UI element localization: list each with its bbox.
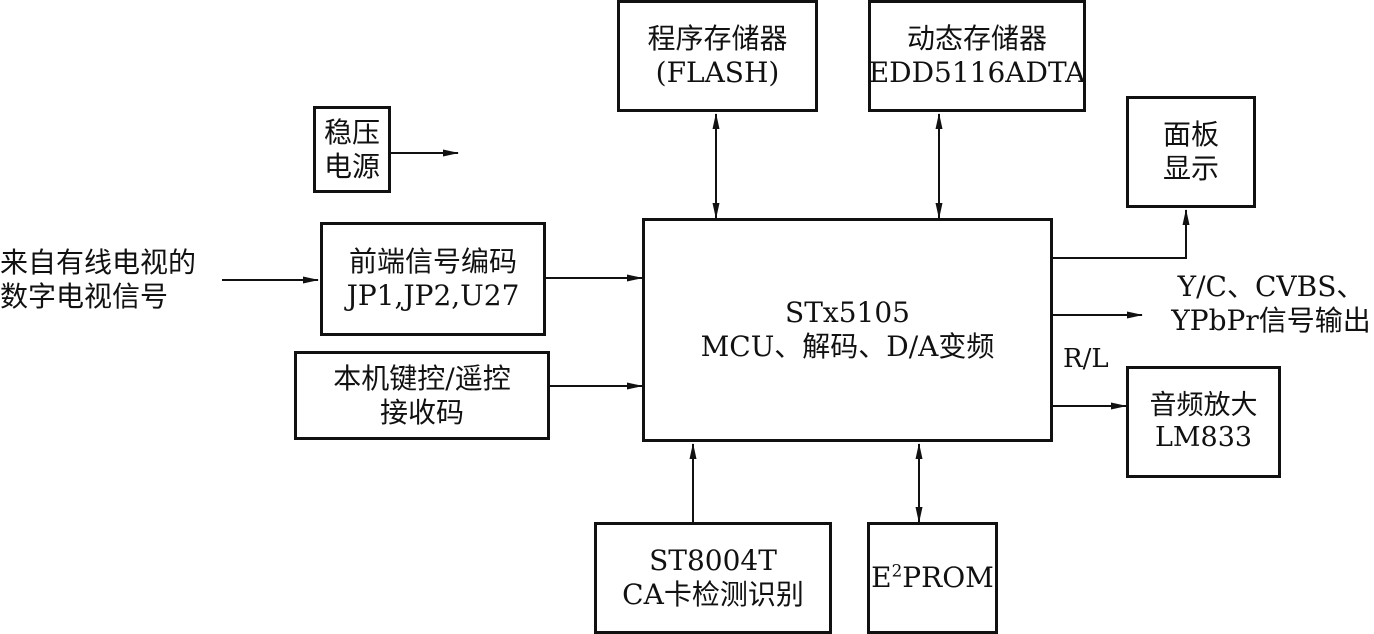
audio-amplifier-title: 音频放大	[1149, 389, 1258, 421]
audio-amplifier-part: LM833	[1154, 422, 1253, 453]
main-processor-model: STx5105	[785, 296, 910, 330]
input-signal-line1: 来自有线电视的	[0, 246, 197, 279]
power-supply-line1: 稳压	[323, 115, 380, 149]
audio-amplifier-block: 音频放大 LM833	[1126, 366, 1281, 478]
video-output-line2: YPbPr信号输出	[1171, 303, 1371, 337]
input-signal-line2: 数字电视信号	[0, 279, 169, 313]
dynamic-memory-part: EDD5116ADTA	[868, 56, 1086, 89]
frontend-encoder-block: 前端信号编码 JP1,JP2,U27	[320, 222, 546, 336]
flash-memory-block: 程序存储器 (FLASH)	[617, 0, 818, 112]
audio-channel-label: R/L	[1063, 344, 1109, 374]
power-supply-block: 稳压 电源	[313, 106, 391, 193]
panel-display-block: 面板 显示	[1126, 96, 1256, 208]
arrow-cpu-panel	[1052, 209, 1190, 259]
eeprom-label: E2PROM	[871, 560, 994, 595]
main-processor-function: MCU、解码、D/A变频	[700, 330, 995, 363]
panel-display-line1: 面板	[1162, 118, 1219, 152]
ca-card-part: ST8004T	[649, 544, 777, 578]
keypad-remote-line2: 接收码	[379, 395, 464, 429]
ca-card-function: CA卡检测识别	[622, 578, 804, 611]
flash-memory-title: 程序存储器	[647, 22, 788, 56]
video-output-label: Y/C、CVBS、 YPbPr信号输出	[1168, 270, 1374, 337]
keypad-remote-block: 本机键控/遥控 接收码	[294, 351, 550, 440]
flash-memory-type: (FLASH)	[655, 56, 780, 89]
keypad-remote-line1: 本机键控/遥控	[333, 361, 511, 395]
dynamic-memory-block: 动态存储器 EDD5116ADTA	[868, 0, 1086, 112]
power-supply-line2: 电源	[323, 149, 380, 183]
input-signal-label: 来自有线电视的 数字电视信号	[0, 246, 196, 313]
dynamic-memory-title: 动态存储器	[906, 22, 1047, 56]
eeprom-block: E2PROM	[867, 522, 998, 634]
panel-display-line2: 显示	[1162, 152, 1219, 185]
frontend-encoder-parts: JP1,JP2,U27	[346, 279, 520, 312]
main-processor-block: STx5105 MCU、解码、D/A变频	[642, 218, 1053, 442]
frontend-encoder-title: 前端信号编码	[348, 245, 517, 279]
ca-card-block: ST8004T CA卡检测识别	[594, 522, 832, 634]
video-output-line1: Y/C、CVBS、	[1177, 270, 1365, 303]
